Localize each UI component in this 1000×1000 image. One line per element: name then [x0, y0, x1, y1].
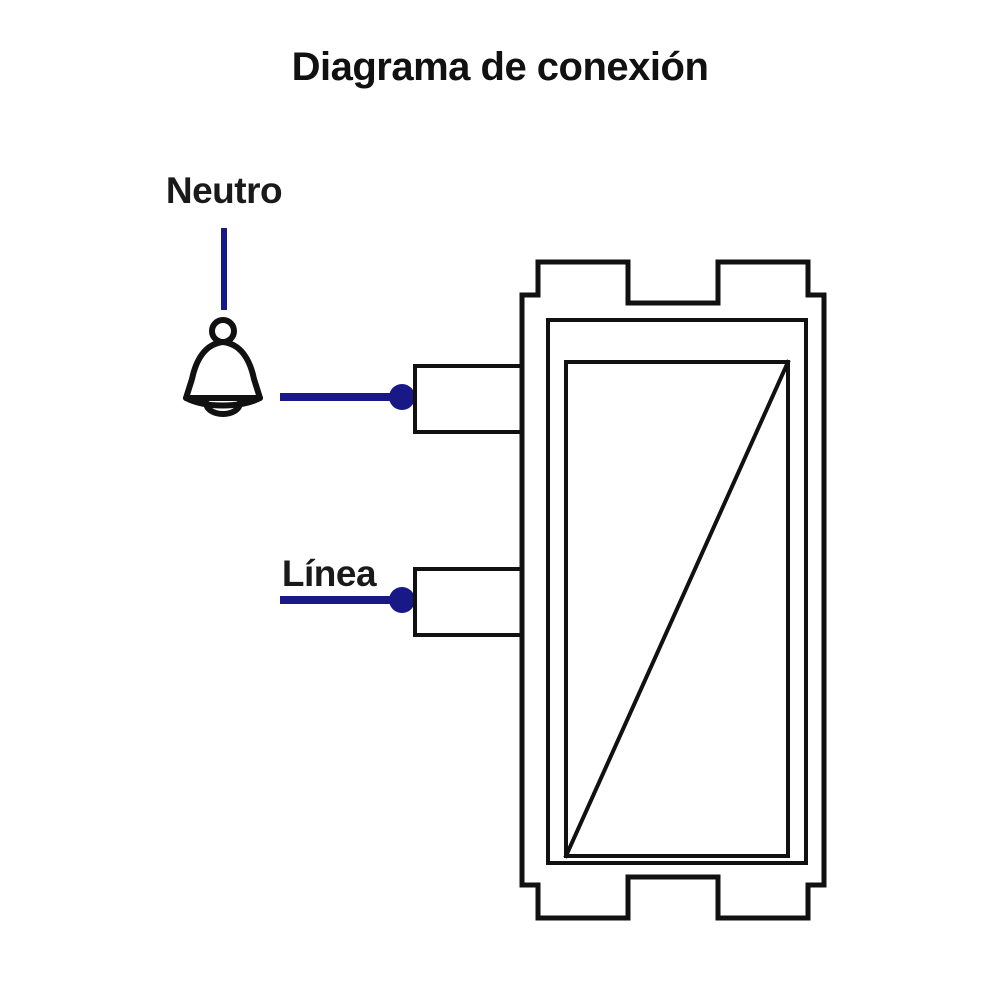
page-title: Diagrama de conexión	[292, 45, 709, 89]
neutral-wire-dot	[389, 384, 415, 410]
neutral-tab-join-mask	[525, 369, 535, 429]
neutral-terminal-tab	[413, 364, 527, 434]
line-wire-dot	[389, 587, 415, 613]
rocker-diagonal-line	[563, 359, 791, 859]
line-tab-join-mask	[525, 572, 535, 632]
neutral-terminal-wire	[280, 384, 415, 410]
bell-icon	[183, 317, 263, 417]
line-terminal-tab	[413, 567, 527, 637]
line-label: Línea	[282, 553, 377, 594]
line-terminal-wire	[280, 587, 415, 613]
neutral-label: Neutro	[166, 170, 282, 211]
